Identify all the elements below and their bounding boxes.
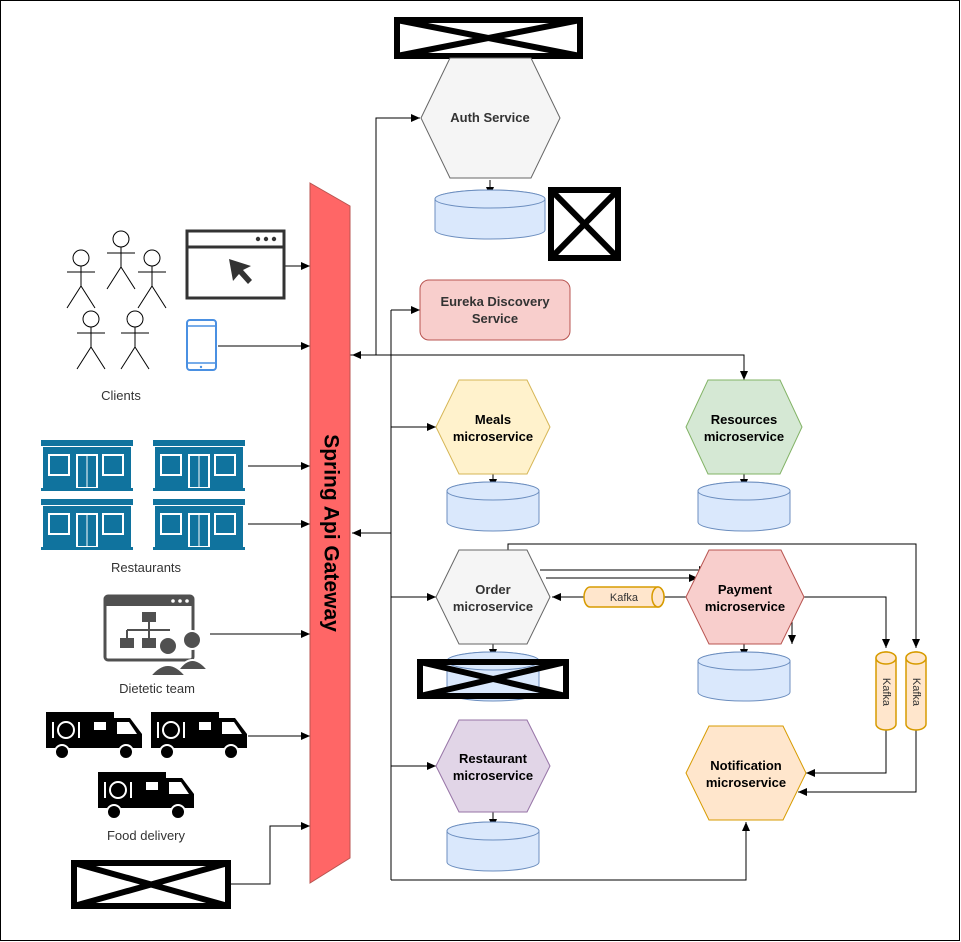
kafka-queue-right: Kafka bbox=[905, 651, 927, 731]
edge-kafka-right-notification bbox=[798, 730, 917, 796]
edge-payment-kafka-left bbox=[804, 596, 890, 648]
edge-image-gateway bbox=[230, 822, 310, 885]
edge-kafka-left-notification bbox=[806, 730, 887, 777]
meals-database-icon bbox=[446, 481, 540, 532]
auth-service: Auth Service bbox=[420, 57, 561, 179]
kafka-queue-left: Kafka bbox=[875, 651, 897, 731]
notification-microservice: Notification microservice bbox=[685, 725, 807, 821]
dietetic-team-icon bbox=[103, 594, 211, 677]
edge-gateway-resources bbox=[376, 354, 748, 380]
eureka-discovery-service: Eureka Discovery Service bbox=[419, 279, 571, 341]
gateway-shape bbox=[309, 182, 351, 884]
food-delivery-group bbox=[46, 712, 247, 820]
restaurants-label: Restaurants bbox=[111, 560, 182, 575]
restaurant-database-icon bbox=[446, 821, 540, 872]
kafka-right-label: Kafka bbox=[910, 678, 922, 707]
restaurant-microservice: Restaurant microservice bbox=[435, 719, 551, 813]
mobile-phone-icon bbox=[186, 319, 217, 371]
auth-service-label: Auth Service bbox=[450, 110, 529, 125]
restaurant-label-line1: Restaurant bbox=[459, 751, 528, 766]
clients-label: Clients bbox=[101, 388, 141, 403]
person-icon-5 bbox=[120, 310, 150, 370]
food-delivery-label: Food delivery bbox=[107, 828, 186, 843]
food-truck-icon bbox=[151, 712, 247, 760]
meals-microservice: Meals microservice bbox=[435, 379, 551, 475]
restaurants-group bbox=[41, 440, 245, 550]
restaurant-building-icon bbox=[41, 499, 133, 550]
payment-database-icon bbox=[697, 651, 791, 702]
restaurant-label-line2: microservice bbox=[453, 768, 533, 783]
edge-bus-notification bbox=[391, 822, 750, 881]
restaurant-building-icon bbox=[153, 440, 245, 491]
resources-microservice: Resources microservice bbox=[685, 379, 803, 475]
gateway-label: Spring Api Gateway bbox=[319, 434, 342, 632]
kafka-order-label: Kafka bbox=[610, 592, 639, 604]
food-truck-icon bbox=[46, 712, 142, 760]
resources-label-line2: microservice bbox=[704, 429, 784, 444]
food-truck-icon bbox=[98, 772, 194, 820]
person-icon-2 bbox=[106, 230, 136, 290]
resources-database-icon bbox=[697, 481, 791, 532]
person-icon-3 bbox=[137, 249, 167, 309]
edge-order-kafka-right bbox=[507, 543, 920, 648]
eureka-label-line2: Service bbox=[472, 311, 518, 326]
order-label-line2: microservice bbox=[453, 599, 533, 614]
payment-label-line1: Payment bbox=[718, 582, 773, 597]
connectors bbox=[210, 114, 920, 885]
order-label-line1: Order bbox=[475, 582, 510, 597]
payment-label-line2: microservice bbox=[705, 599, 785, 614]
restaurant-building-icon bbox=[153, 499, 245, 550]
restaurant-building-icon bbox=[41, 440, 133, 491]
kafka-left-label: Kafka bbox=[880, 678, 892, 707]
order-microservice: Order microservice bbox=[435, 549, 551, 645]
eureka-label-line1: Eureka Discovery bbox=[440, 294, 550, 309]
meals-label-line1: Meals bbox=[475, 412, 511, 427]
payment-microservice: Payment microservice bbox=[685, 549, 805, 645]
browser-window-icon bbox=[185, 229, 286, 300]
missing-image-icon bbox=[394, 17, 583, 59]
meals-label-line2: microservice bbox=[453, 429, 533, 444]
notification-label-line1: Notification bbox=[710, 758, 782, 773]
missing-image-icon bbox=[417, 659, 569, 699]
person-icon-4 bbox=[76, 310, 106, 370]
api-gateway: Spring Api Gateway bbox=[309, 182, 351, 884]
kafka-queue-order: Kafka bbox=[583, 586, 665, 608]
missing-image-icon bbox=[548, 187, 621, 261]
missing-image-icon bbox=[71, 860, 231, 909]
resources-label-line1: Resources bbox=[711, 412, 777, 427]
dietetic-team-label: Dietetic team bbox=[119, 681, 195, 696]
clients-group bbox=[66, 230, 167, 370]
auth-database-icon bbox=[434, 189, 546, 240]
person-icon-1 bbox=[66, 249, 96, 309]
notification-label-line2: microservice bbox=[706, 775, 786, 790]
